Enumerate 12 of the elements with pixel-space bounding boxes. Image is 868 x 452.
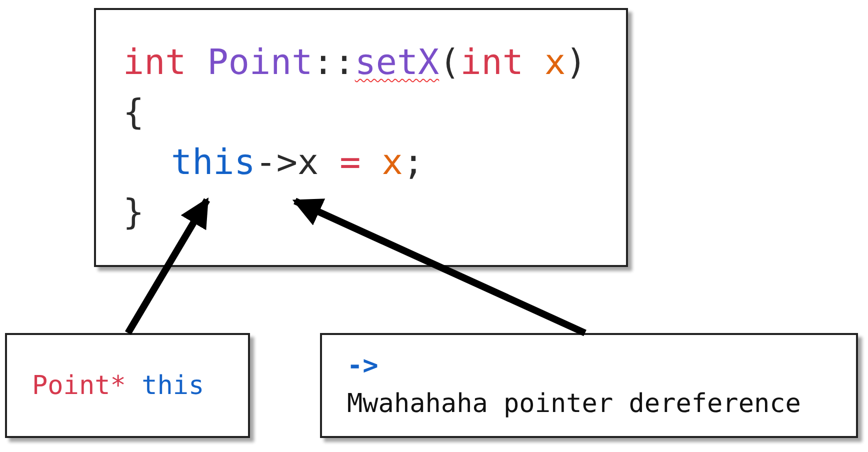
callout-box [5,333,250,438]
arrow [292,198,586,336]
arrow [124,197,210,335]
code-box [94,8,628,267]
code-line: { [123,92,144,135]
callout-box [320,333,858,438]
code-line: int Point::setX(int x) [123,42,587,85]
code-line: } [123,192,144,235]
callout-text: Mwahahaha pointer dereference [347,388,801,421]
callout-text: Point* this [32,370,204,403]
code-line: this->x = x; [171,142,424,185]
operator-symbol: -> [347,350,378,383]
